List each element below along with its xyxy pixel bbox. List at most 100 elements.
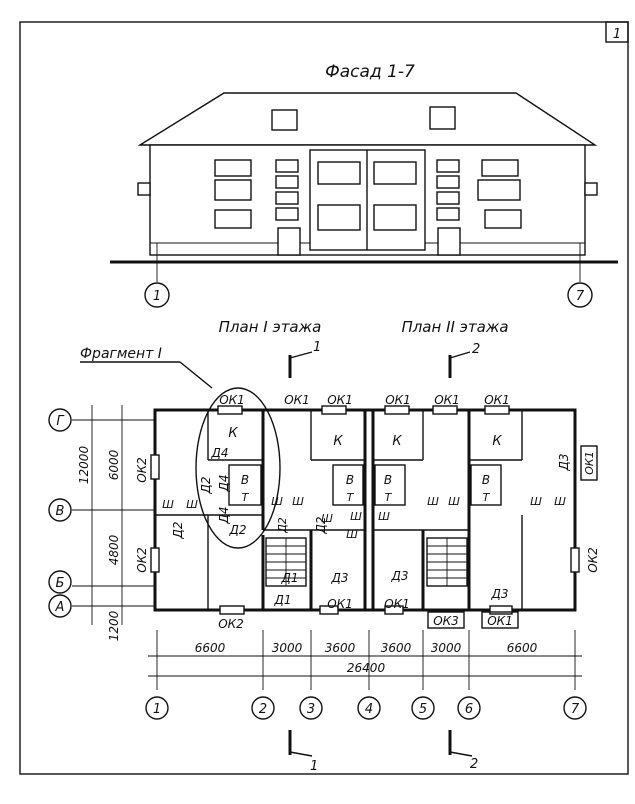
stair-window xyxy=(436,191,460,205)
room-k: К xyxy=(392,434,402,449)
axis-label-a: А xyxy=(55,600,65,615)
dimension-12000: 12000 xyxy=(77,446,91,485)
facade-axis-marker-1 xyxy=(144,282,170,308)
ok1-label: ОК1 xyxy=(219,393,245,407)
fragment-label: Фрагмент I xyxy=(80,346,162,362)
entrance-door xyxy=(277,227,301,256)
stair-window xyxy=(275,175,299,189)
ok1-label: ОК1 xyxy=(327,393,353,407)
bath-block xyxy=(228,464,262,506)
section-label-2-top: 2 xyxy=(472,342,480,357)
ok2-label: ОК2 xyxy=(135,547,149,573)
axis-marker-b xyxy=(48,570,72,594)
sh-mark: Ш xyxy=(321,512,333,525)
dimension-total: 26400 xyxy=(347,661,386,675)
bath-block xyxy=(332,464,364,506)
door-d3: Д3 xyxy=(557,453,571,471)
ok1-label: ОК1 xyxy=(284,393,310,407)
axis-marker-4 xyxy=(357,696,381,720)
window xyxy=(484,209,522,229)
window-mark xyxy=(484,405,510,415)
page-number: 1 xyxy=(613,27,621,42)
ok1-bottom-label: ОК1 xyxy=(487,614,513,628)
window-balcony xyxy=(477,179,521,201)
ok2-label: ОК2 xyxy=(135,457,149,483)
axis-label-3: 3 xyxy=(307,702,315,717)
axis-marker-7 xyxy=(563,696,587,720)
stair-window xyxy=(275,207,299,221)
room-k: К xyxy=(492,434,502,449)
sh-mark: Ш xyxy=(186,498,198,511)
door-d3: Д3 xyxy=(490,587,508,601)
window xyxy=(481,159,519,177)
axis-label-1: 1 xyxy=(153,702,161,717)
window-mark xyxy=(384,405,410,415)
ok3-label: ОК3 xyxy=(433,614,459,628)
axis-label-b: Б xyxy=(56,576,65,591)
axis-label-2: 2 xyxy=(259,702,267,717)
window-mark xyxy=(489,605,513,615)
axis-label-g: Г xyxy=(56,414,65,429)
window xyxy=(317,161,361,185)
axis-label-4: 4 xyxy=(365,702,373,717)
section-label-2-bottom: 2 xyxy=(470,757,478,772)
door-d1: Д1 xyxy=(273,593,291,607)
window xyxy=(373,161,417,185)
window xyxy=(373,204,417,231)
door-d4: Д4 xyxy=(217,474,231,492)
stair-window xyxy=(436,207,460,221)
sh-mark: Ш xyxy=(427,495,439,508)
ok1-label: ОК1 xyxy=(484,393,510,407)
window-mark xyxy=(432,405,458,415)
chimney xyxy=(429,106,456,130)
room-v: В xyxy=(346,473,354,487)
door-d4: Д4 xyxy=(217,506,231,524)
bath-block xyxy=(470,464,502,506)
axis-marker-5 xyxy=(411,696,435,720)
stair-window xyxy=(436,159,460,173)
side-balcony-right xyxy=(584,182,598,196)
door-d3: Д3 xyxy=(390,569,408,583)
dimension-span: 3600 xyxy=(325,641,356,655)
axis-marker-a xyxy=(48,594,72,618)
chimney xyxy=(271,109,298,131)
ok2-label: ОК2 xyxy=(586,547,600,573)
bath-block xyxy=(374,464,406,506)
ok1-box xyxy=(481,611,519,629)
room-v: В xyxy=(384,473,392,487)
axis-marker-3 xyxy=(299,696,323,720)
horizontal-axes: Г В Б А 12000 6000 4800 1200 xyxy=(48,405,155,641)
sh-mark: Ш xyxy=(292,495,304,508)
vertical-axes: 1 2 3 4 5 6 7 xyxy=(145,696,587,720)
ok1-right-label: ОК1 xyxy=(583,451,596,474)
window xyxy=(214,159,252,177)
window-mark xyxy=(150,547,160,573)
sheet-frame xyxy=(19,21,629,775)
facade-axis-label-7: 7 xyxy=(576,289,585,304)
ok1-bottom-label: ОК1 xyxy=(384,597,410,611)
sh-mark: Ш xyxy=(378,510,390,523)
section-arrow-2-top xyxy=(449,351,471,359)
ok1-label: ОК1 xyxy=(385,393,411,407)
window-mark xyxy=(319,605,339,615)
sh-mark: Ш xyxy=(530,495,542,508)
ok1-right-box xyxy=(580,445,598,481)
facade-axis-label-1: 1 xyxy=(153,289,161,304)
fragment-circle xyxy=(195,387,281,549)
ok1-label: ОК1 xyxy=(434,393,460,407)
window-mark xyxy=(321,405,347,415)
sh-mark: Ш xyxy=(350,510,362,523)
sh-mark: Ш xyxy=(162,498,174,511)
section-label-1-top: 1 xyxy=(313,340,321,355)
room-k: К xyxy=(333,434,343,449)
plan-first-floor-title: План I этажа xyxy=(219,318,322,336)
sh-mark: Ш xyxy=(554,495,566,508)
ok2-label: ОК2 xyxy=(218,617,244,631)
stair-right xyxy=(426,537,468,587)
side-balcony-left xyxy=(137,182,151,196)
room-v: В xyxy=(482,473,490,487)
ok3-box xyxy=(427,611,465,629)
dimension-span: 3000 xyxy=(431,641,462,655)
section-arrow-2-bottom xyxy=(449,751,473,757)
